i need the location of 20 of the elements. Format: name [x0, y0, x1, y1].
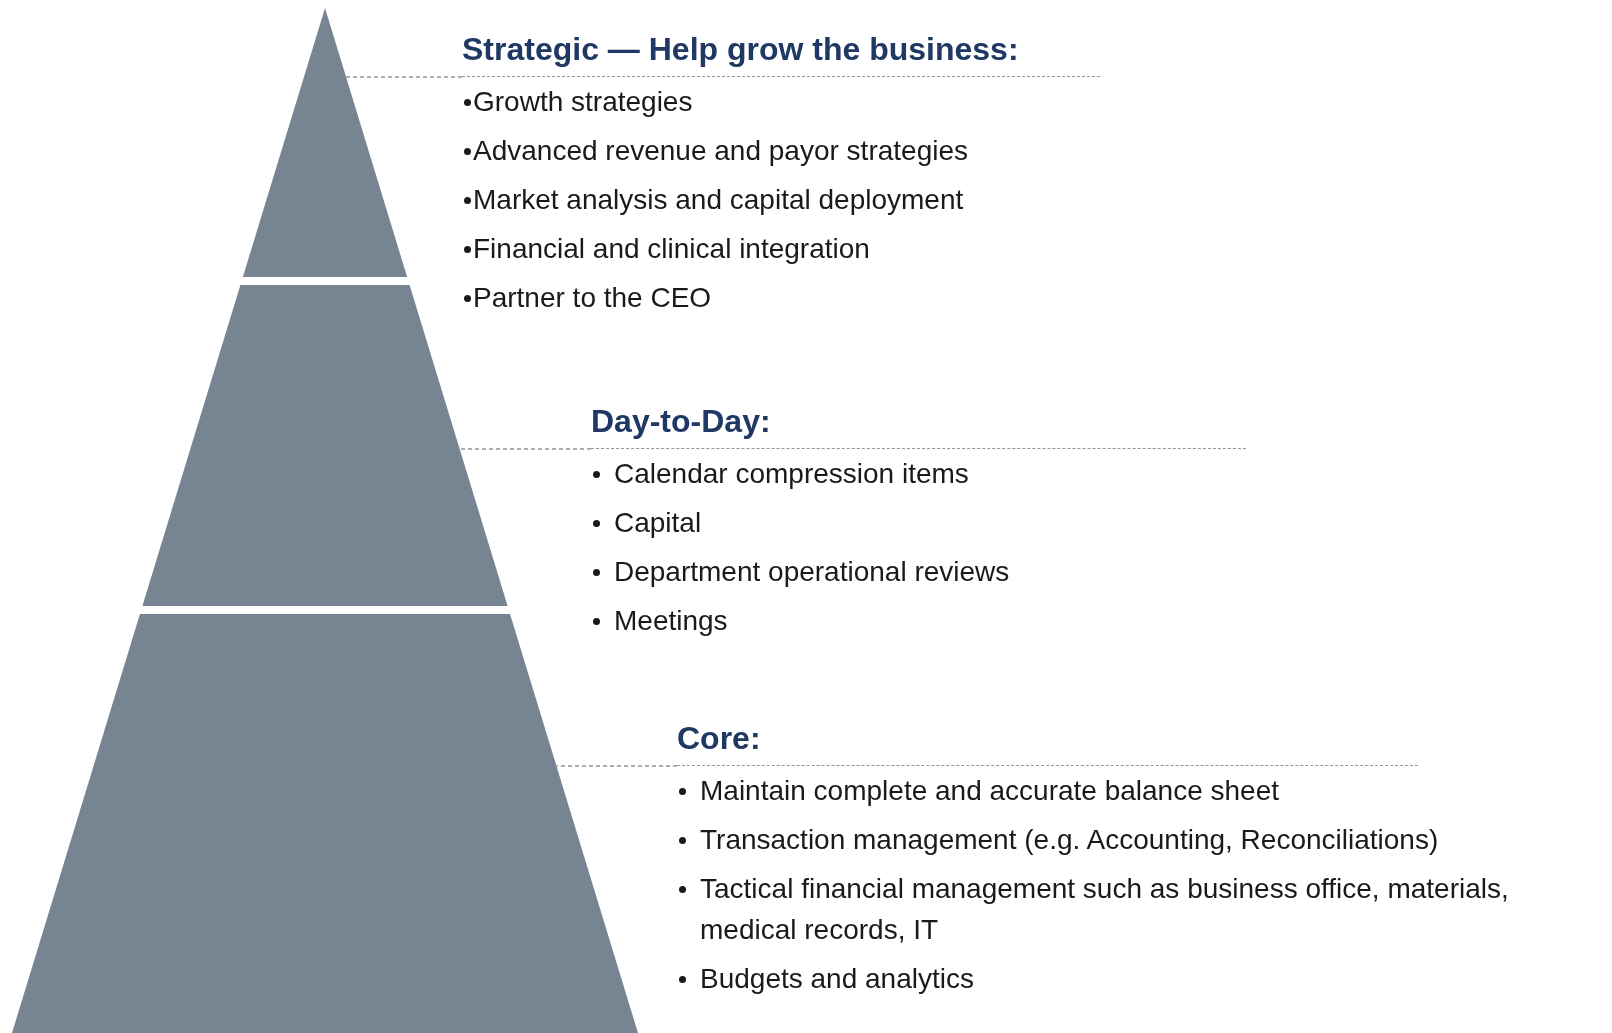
bullet-text: Maintain complete and accurate balance sheet [700, 774, 1280, 808]
bullet-text: Partner to the CEO [473, 281, 712, 315]
leader-line [555, 765, 678, 767]
section-heading: Core: [677, 711, 1418, 766]
leader-line [459, 448, 592, 450]
leader-line [345, 76, 463, 78]
bullet-text: Growth strategies [473, 85, 693, 119]
section-heading: Strategic — Help grow the business: [462, 22, 1100, 77]
bullet-text: Capital [614, 506, 702, 540]
bullet-text: Calendar compression items [614, 457, 969, 491]
bullet-text: Transaction management (e.g. Accounting, Reconciliations) [700, 823, 1439, 857]
bullet-text: Department operational reviews [614, 555, 1010, 589]
bullet-text: Advanced revenue and payor strategies [473, 134, 968, 168]
bullet-text: Market analysis and capital deployment [473, 183, 964, 217]
pyramid-top-segment [242, 8, 408, 277]
bullet-text: Tactical financial management such as business office, materials, medical records, IT [700, 872, 1510, 947]
section-heading: Day-to-Day: [591, 394, 1246, 449]
bullet-text: Meetings [614, 604, 728, 638]
bullet-text: Financial and clinical integration [473, 232, 870, 266]
bullet-text: Budgets and analytics [700, 962, 974, 996]
